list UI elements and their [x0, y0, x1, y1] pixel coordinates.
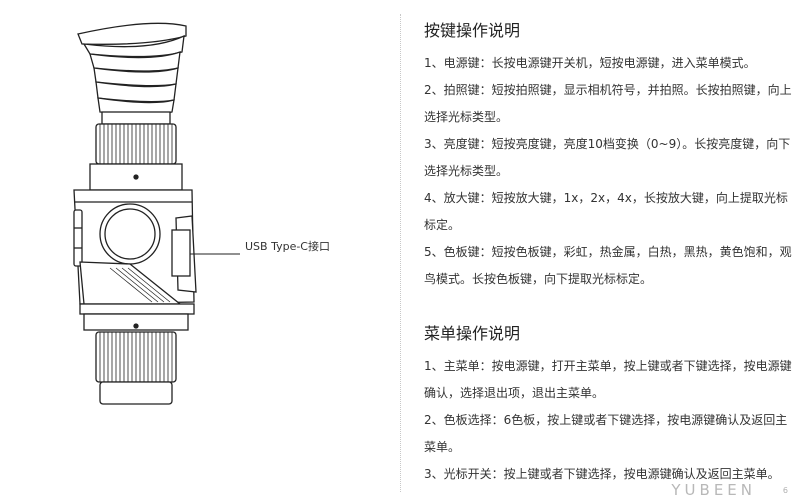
device-illustration — [60, 12, 240, 492]
page-number: 6 — [782, 486, 788, 495]
instruction-item: 2、拍照键：短按拍照键，显示相机符号，并拍照。长按拍照键，向上选择光标类型。 — [424, 83, 792, 124]
brand-logo: YUBEEN — [671, 481, 756, 499]
instruction-item: 3、光标开关：按上键或者下键选择，按电源键确认及返回主菜单。 — [424, 467, 780, 481]
instruction-item: 4、放大键：短按放大键，1x，2x，4x，长按放大键，向上提取光标标定。 — [424, 191, 788, 232]
column-divider — [400, 14, 401, 492]
menu-operation-title: 菜单操作说明 — [424, 324, 521, 343]
instruction-item: 1、主菜单：按电源键，打开主菜单，按上键或者下键选择，按电源键确认，选择退出项，… — [424, 359, 792, 400]
instruction-item: 2、色板选择：6色板，按上键或者下键选择，按电源键确认及返回主菜单。 — [424, 413, 788, 454]
button-operation-title: 按键操作说明 — [424, 21, 521, 40]
instruction-item: 1、电源键：长按电源键开关机，短按电源键，进入菜单模式。 — [424, 56, 756, 70]
instruction-item: 5、色板键：短按色板键，彩虹，热金属，白热，黑热，黄色饱和，观鸟模式。长按色板键… — [424, 245, 792, 286]
instruction-item: 3、亮度键：短按亮度键，亮度10档变换（0~9）。长按亮度键，向下选择光标类型。 — [424, 137, 791, 178]
instructions-column: 按键操作说明 1、电源键：长按电源键开关机，短按电源键，进入菜单模式。 2、拍照… — [424, 20, 794, 488]
usb-port-callout-label: USB Type-C接口 — [245, 240, 330, 253]
